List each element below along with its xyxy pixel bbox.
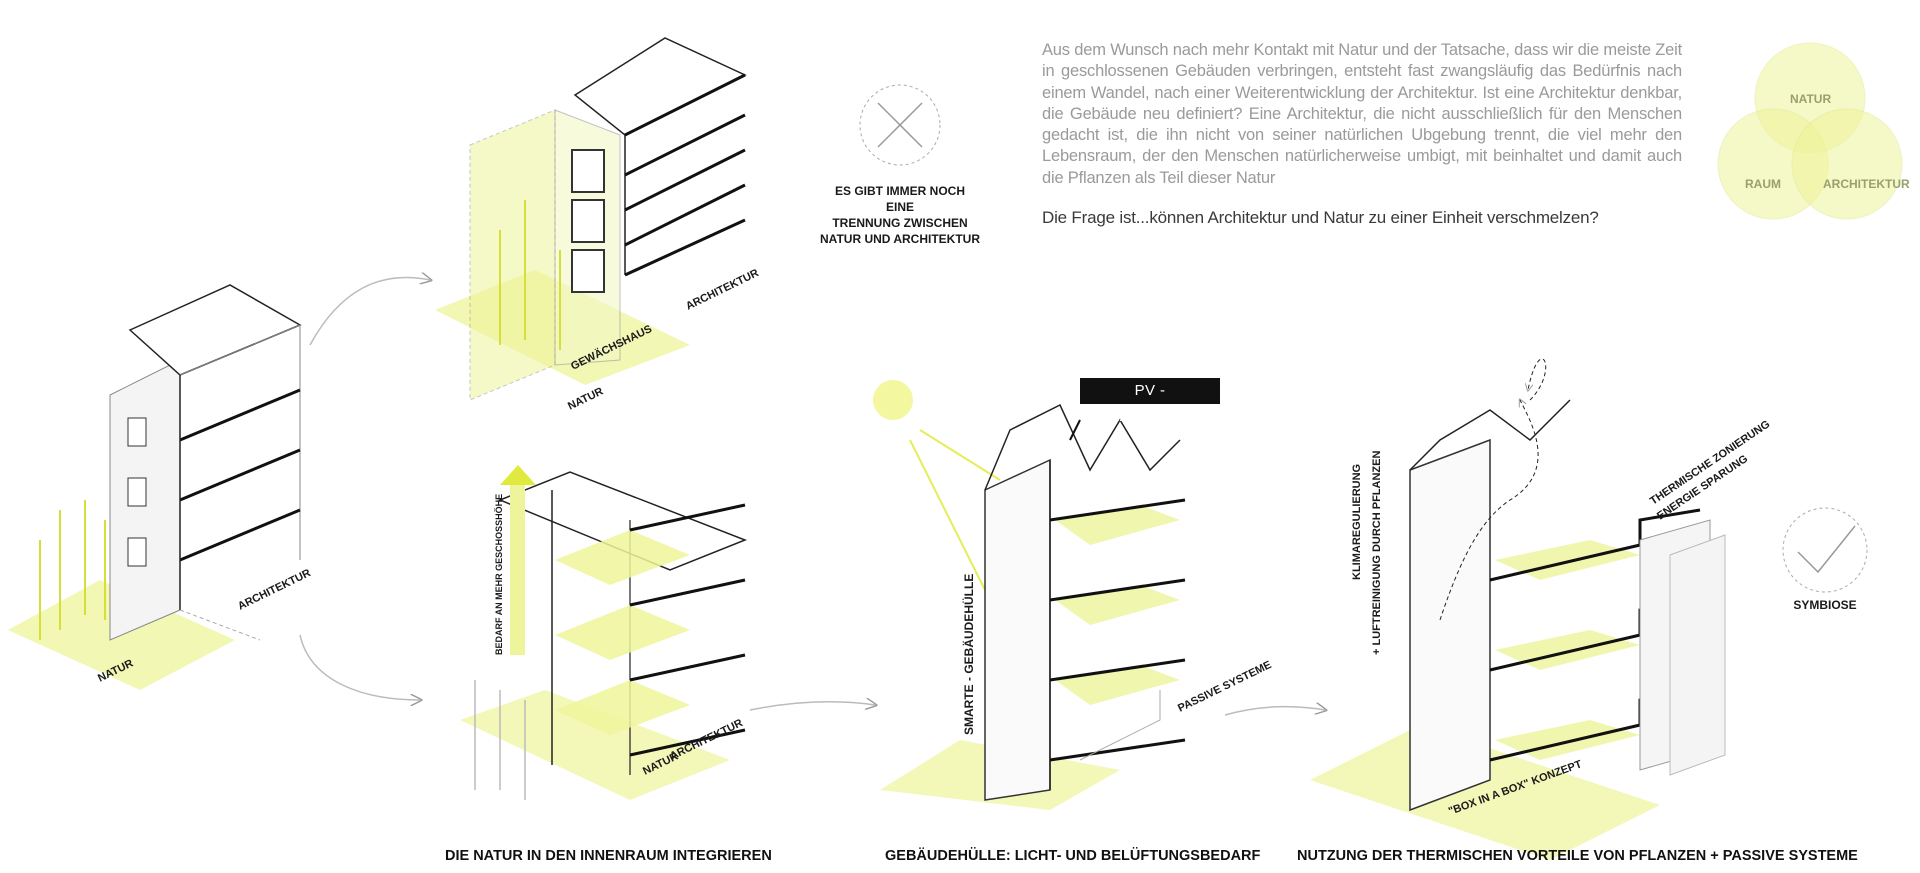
- symbiose-note: SYMBIOSE: [1793, 598, 1857, 612]
- check-icon: [1782, 507, 1868, 593]
- flow-arrows: [299, 278, 1325, 716]
- building-envelope: [873, 380, 1186, 810]
- label-klima-1: KLIMAREGULIERUNG: [1351, 464, 1363, 580]
- building-box-in-box: [1310, 358, 1726, 860]
- label-passive: PASSIVE SYSTEME: [1176, 659, 1273, 715]
- separation-note-line-1: ES GIBT IMMER NOCH EINE: [834, 184, 965, 214]
- building-base: [8, 284, 302, 690]
- caption-envelope: GEBÄUDEHÜLLE: LICHT- UND BELÜFTUNGSBEDAR…: [885, 848, 1261, 864]
- separation-note: ES GIBT IMMER NOCH EINE TRENNUNG ZWISCHE…: [820, 183, 980, 247]
- caption-thermal: NUTZUNG DER THERMISCHEN VORTEILE VON PFL…: [1297, 848, 1858, 864]
- building-separation: [435, 37, 747, 401]
- venn-natur-label: NATUR: [1790, 92, 1832, 106]
- label-klima-2: + LUFTREINIGUNG DURCH PFLANZEN: [1371, 451, 1383, 655]
- label-architektur-2: ARCHITEKTUR: [684, 267, 761, 313]
- label-smarte: SMARTE - GEBÄUDEHÜLLE: [961, 574, 976, 735]
- venn-diagram: [1717, 42, 1903, 220]
- sun-icon: [873, 380, 913, 420]
- separation-note-line-2: TRENNUNG ZWISCHEN: [832, 216, 968, 230]
- intro-question: Die Frage ist...können Architektur und N…: [1042, 208, 1599, 227]
- label-natur-2: NATUR: [566, 385, 605, 412]
- label-thermische-1: THERMISCHE ZONIERUNG: [1648, 418, 1772, 507]
- separation-note-line-3: NATUR UND ARCHITEKTUR: [820, 232, 980, 246]
- label-architektur-1: ARCHITEKTUR: [236, 567, 313, 613]
- intro-paragraph: Aus dem Wunsch nach mehr Kontakt mit Nat…: [1042, 41, 1682, 187]
- pv-label: PV - SOLARENERGIE: [1080, 378, 1220, 425]
- venn-architektur-label: ARCHITEKTUR: [1823, 177, 1910, 191]
- label-bedarf: BEDARF AN MEHR GESCHOSSHÖHE: [494, 494, 504, 655]
- venn-raum-label: RAUM: [1745, 177, 1781, 191]
- building-integrated: [460, 465, 748, 800]
- separation-x-icon: [859, 84, 941, 166]
- caption-integrate: DIE NATUR IN DEN INNENRAUM INTEGRIEREN: [445, 848, 772, 864]
